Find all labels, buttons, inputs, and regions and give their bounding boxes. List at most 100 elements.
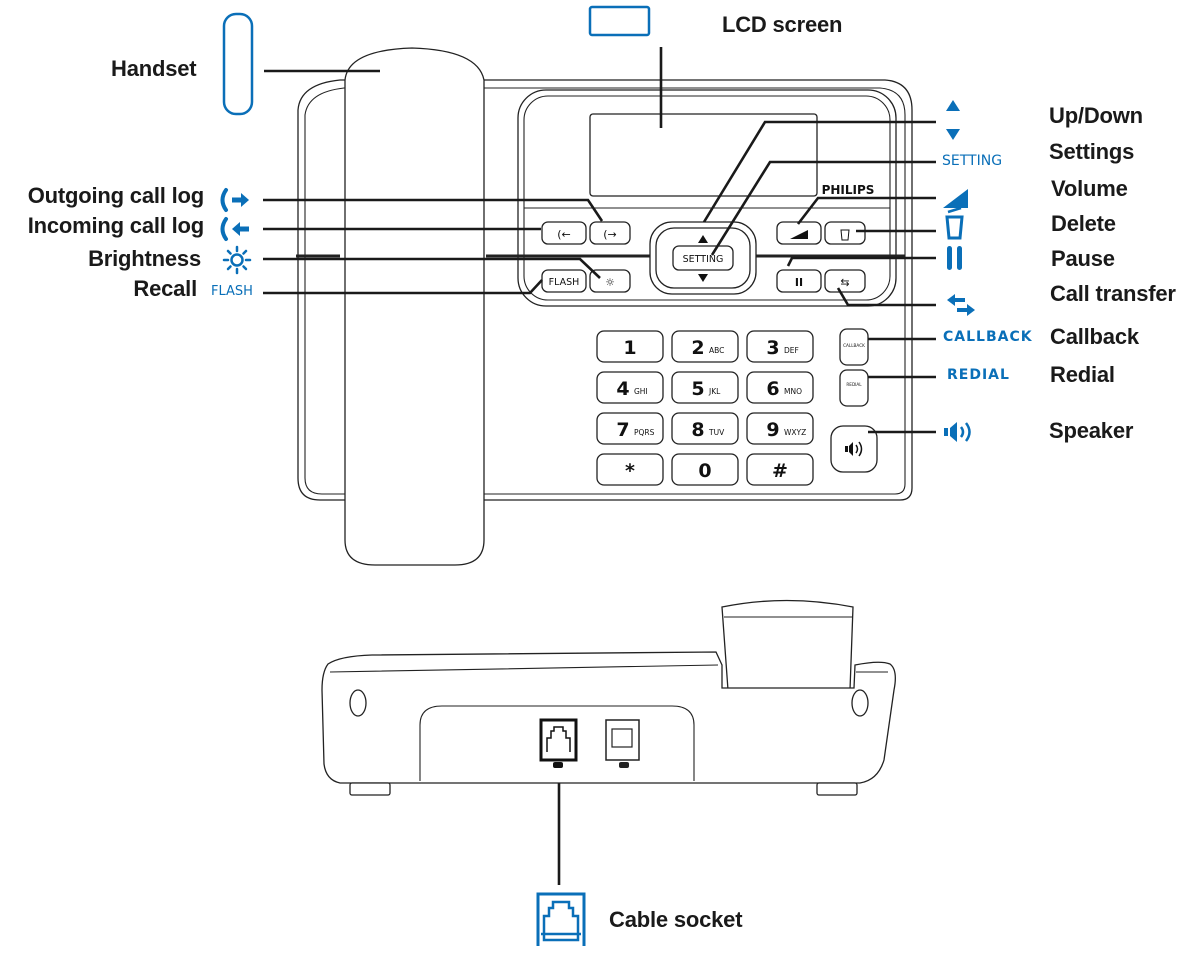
foot-left bbox=[349, 782, 391, 796]
keypad-letters: MNO bbox=[784, 387, 802, 396]
keypad-digit: * bbox=[625, 460, 635, 482]
keypad-digit: 6 bbox=[766, 378, 779, 400]
leader-settings bbox=[710, 160, 936, 256]
label-up-down: Up/Down bbox=[1049, 103, 1143, 128]
label-brightness: Brightness bbox=[88, 246, 201, 271]
navigation-cluster: SETTING bbox=[649, 221, 757, 295]
volume-key[interactable] bbox=[776, 221, 822, 245]
keypad-key-6[interactable]: 6 MNO bbox=[746, 371, 814, 404]
line-socket[interactable] bbox=[539, 718, 578, 768]
keypad-digit: # bbox=[772, 460, 788, 482]
callback-key[interactable] bbox=[839, 328, 869, 366]
incoming-key-glyph: (← bbox=[557, 228, 571, 241]
leader-call-transfer bbox=[836, 287, 936, 307]
label-handset: Handset bbox=[111, 56, 197, 81]
keypad-key-4[interactable]: 4 GHI bbox=[596, 371, 664, 404]
phone-back-view bbox=[321, 599, 896, 796]
volume-key-glyph bbox=[790, 230, 808, 239]
sun-icon bbox=[222, 245, 252, 275]
keypad-key-body[interactable] bbox=[746, 453, 814, 486]
label-volume: Volume bbox=[1051, 176, 1128, 201]
keypad-key-hash[interactable]: # bbox=[746, 453, 814, 486]
keypad-letters: TUV bbox=[708, 428, 725, 437]
keypad-key-body[interactable] bbox=[596, 330, 664, 363]
label-lcd-screen: LCD screen bbox=[722, 12, 843, 37]
nav-up-arrow[interactable] bbox=[698, 235, 708, 243]
label-callback: Callback bbox=[1050, 324, 1139, 349]
label-incoming-call-log: Incoming call log bbox=[27, 213, 204, 238]
keypad-key-0[interactable]: 0 bbox=[671, 453, 739, 486]
base-body-inner bbox=[304, 87, 906, 495]
leader-up-down bbox=[702, 120, 936, 223]
keypad-letters: GHI bbox=[634, 387, 648, 396]
connector-recess bbox=[419, 705, 695, 781]
keypad-digit: 8 bbox=[691, 419, 704, 441]
keypad-key-body[interactable] bbox=[671, 371, 739, 404]
pause-transfer-keys: II ⇆ bbox=[776, 269, 866, 293]
keypad-key-body[interactable] bbox=[746, 330, 814, 363]
handset-cord-socket[interactable] bbox=[605, 719, 640, 768]
callback-redial-keys: CALLBACK REDIAL bbox=[839, 328, 869, 407]
leader-brightness bbox=[263, 257, 601, 279]
handset[interactable] bbox=[344, 47, 485, 566]
redial-symbol-text: REDIAL bbox=[947, 367, 1010, 383]
keypad-digit: 4 bbox=[616, 378, 629, 400]
flash-brightness-keys: FLASH ☼ bbox=[541, 269, 631, 293]
keypad-letters: ABC bbox=[709, 346, 724, 355]
keypad-key-body[interactable] bbox=[671, 412, 739, 445]
keypad-digit: 1 bbox=[623, 337, 636, 359]
nav-down-arrow[interactable] bbox=[698, 274, 708, 282]
keypad-digit: 2 bbox=[691, 337, 704, 359]
keypad-key-body[interactable] bbox=[671, 330, 739, 363]
keypad-key-body[interactable] bbox=[596, 371, 664, 404]
brand-logo: PHILIPS bbox=[822, 183, 875, 197]
call-transfer-key[interactable] bbox=[824, 269, 866, 293]
label-outgoing-call-log: Outgoing call log bbox=[27, 183, 204, 208]
leader-volume bbox=[796, 196, 936, 225]
mount-hole-left bbox=[349, 689, 367, 717]
leader-pause bbox=[786, 256, 936, 267]
redial-key[interactable] bbox=[839, 369, 869, 407]
keypad-key-body[interactable] bbox=[746, 412, 814, 445]
outgoing-call-icon bbox=[220, 188, 249, 212]
keypad-key-8[interactable]: 8 TUV bbox=[671, 412, 739, 445]
incoming-call-log-key[interactable] bbox=[541, 221, 587, 245]
keypad-key-body[interactable] bbox=[596, 453, 664, 486]
leader-outgoing bbox=[263, 198, 604, 222]
brightness-key[interactable] bbox=[589, 269, 631, 293]
keypad-key-1[interactable]: 1 bbox=[596, 330, 664, 363]
keypad-key-body[interactable] bbox=[746, 371, 814, 404]
speaker-key[interactable] bbox=[830, 425, 878, 473]
label-delete: Delete bbox=[1051, 211, 1116, 236]
volume-delete-keys bbox=[776, 221, 866, 245]
pause-key-glyph: II bbox=[795, 276, 803, 289]
keypad-key-body[interactable] bbox=[596, 412, 664, 445]
leader-recall bbox=[263, 279, 543, 295]
keypad-letters: PQRS bbox=[634, 428, 655, 437]
transfer-arrows-icon bbox=[947, 294, 975, 316]
pause-key[interactable] bbox=[776, 269, 822, 293]
delete-key[interactable] bbox=[824, 221, 866, 245]
setting-symbol-text: SETTING bbox=[942, 153, 1003, 169]
setting-key[interactable] bbox=[672, 245, 734, 271]
keypad-digit: 0 bbox=[698, 460, 711, 482]
keypad-key-body[interactable] bbox=[671, 453, 739, 486]
keypad-key-2[interactable]: 2 ABC bbox=[671, 330, 739, 363]
label-cable-socket: Cable socket bbox=[609, 907, 743, 932]
flash-key-label: FLASH bbox=[549, 277, 580, 288]
label-call-transfer: Call transfer bbox=[1050, 281, 1176, 306]
transfer-key-glyph: ⇆ bbox=[840, 276, 849, 289]
mount-hole-right bbox=[851, 689, 869, 717]
outgoing-call-log-key[interactable] bbox=[589, 221, 631, 245]
keypad-digit: 9 bbox=[766, 419, 779, 441]
keypad-digit: 3 bbox=[766, 337, 779, 359]
label-recall: Recall bbox=[133, 276, 197, 301]
callout-icons bbox=[220, 5, 975, 946]
keypad-key-star[interactable]: * bbox=[596, 453, 664, 486]
